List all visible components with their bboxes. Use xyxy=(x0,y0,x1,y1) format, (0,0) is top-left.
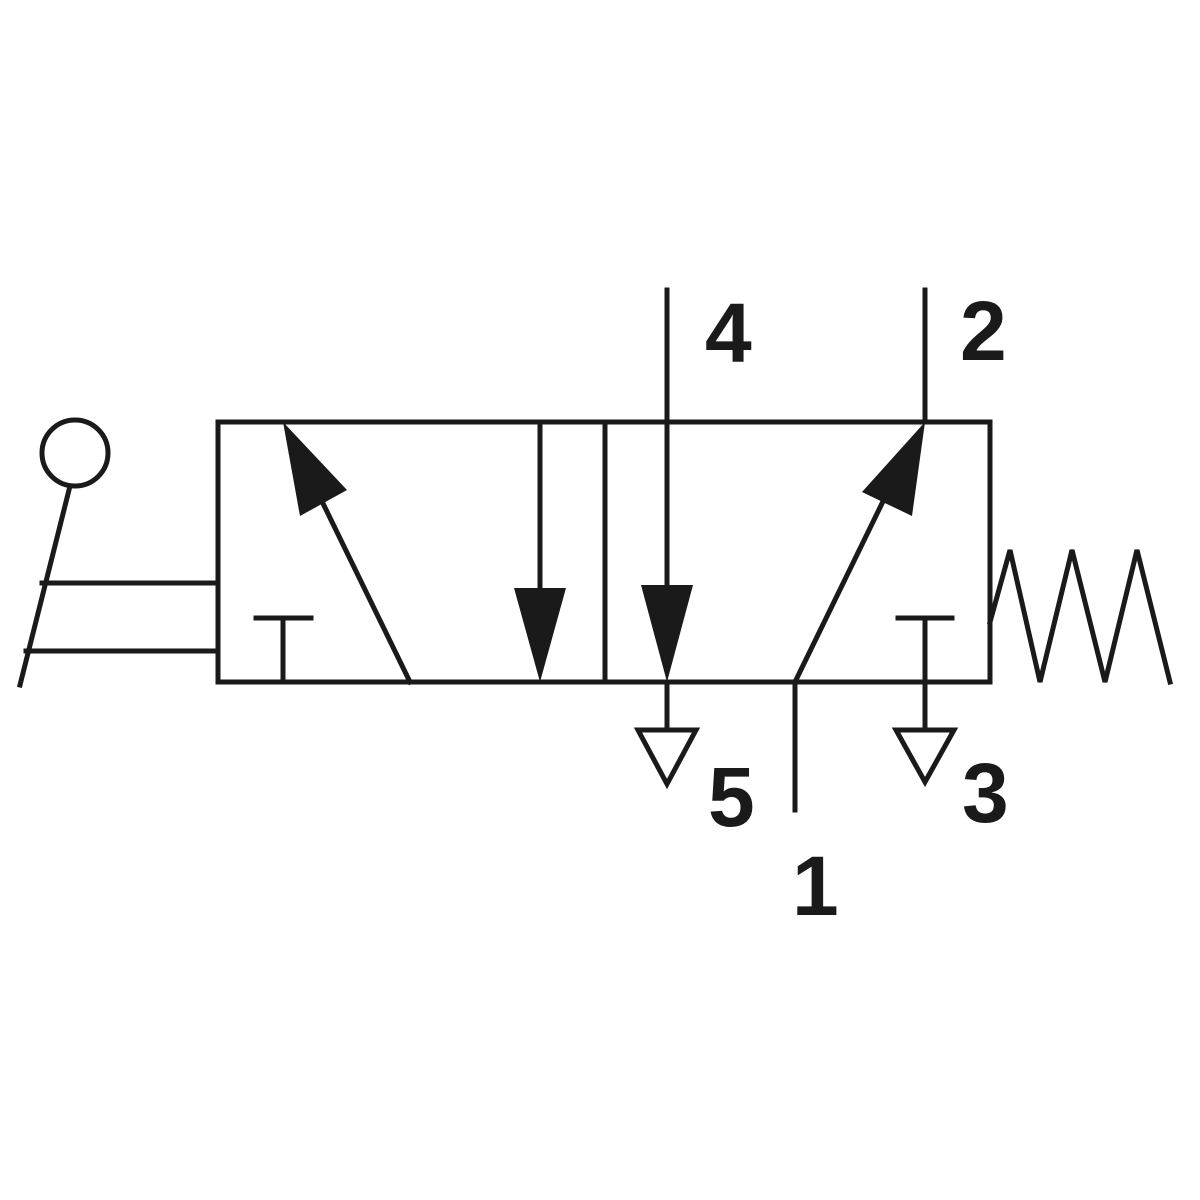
arrowhead-down xyxy=(641,585,693,682)
port-5-label: 5 xyxy=(708,750,755,844)
lever-actuator xyxy=(16,417,221,689)
lever-knob xyxy=(39,417,111,489)
port-3-label: 3 xyxy=(962,746,1009,840)
flow-arrow-diagonal xyxy=(311,483,414,686)
right-position xyxy=(633,287,959,813)
arrowhead-down xyxy=(514,588,566,682)
left-position xyxy=(253,419,566,686)
exhaust-5-icon xyxy=(633,727,701,790)
flow-arrow-diagonal xyxy=(791,483,894,686)
valve-body xyxy=(215,419,993,685)
spring-icon xyxy=(986,549,1174,686)
port-1-label: 1 xyxy=(792,839,839,933)
arrowhead-up xyxy=(283,422,347,516)
arrowhead-up xyxy=(862,422,925,516)
port-2-label: 2 xyxy=(960,284,1007,378)
port-4-label: 4 xyxy=(705,286,752,380)
exhaust-3-icon xyxy=(891,727,959,788)
